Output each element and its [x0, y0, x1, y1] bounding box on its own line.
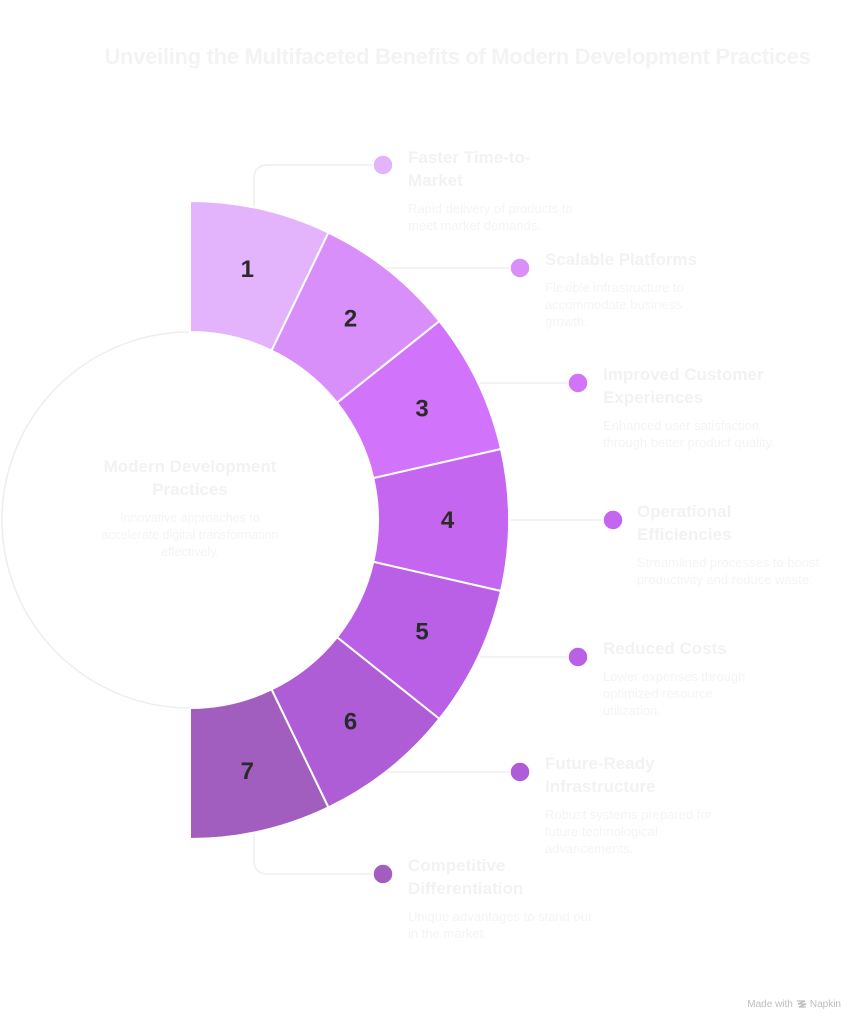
benefit-item-1: Faster Time-to-Market Rapid delivery of … [408, 146, 598, 234]
benefit-title: Improved Customer Experiences [603, 365, 764, 407]
connector-dot [509, 761, 531, 783]
benefit-item-2: Scalable Platforms Flexible infrastructu… [545, 248, 715, 330]
connector-dot [567, 646, 589, 668]
benefit-title: Operational Efficiencies [637, 502, 732, 544]
benefit-item-7: Competitive Differentiation Unique advan… [408, 854, 598, 942]
center-description: Innovative approaches to accelerate digi… [101, 511, 279, 559]
footer-label: Made with [747, 999, 793, 1010]
segment-number: 4 [441, 507, 455, 534]
napkin-logo-icon [796, 1000, 807, 1008]
segment-number: 5 [415, 619, 428, 646]
center-title: Modern Development Practices [103, 457, 277, 499]
connector-dot [602, 509, 624, 531]
connector-dot [567, 372, 589, 394]
ring-segments: 1 2 3 4 5 6 7 [189, 199, 510, 841]
benefit-item-6: Future-Ready Infrastructure Robust syste… [545, 752, 735, 857]
benefit-title: Faster Time-to-Market [408, 148, 531, 190]
benefit-item-4: Operational Efficiencies Streamlined pro… [637, 500, 837, 588]
connectors [253, 164, 613, 875]
connector-dot [372, 863, 394, 885]
diagram-title: Unveiling the Multifaceted Benefits of M… [104, 44, 811, 69]
footer-brand: Napkin [809, 999, 841, 1010]
footer-attribution: Made with Napkin [747, 999, 841, 1010]
connector-dots [372, 154, 624, 885]
connector-dot [372, 154, 394, 176]
benefit-description: Unique advantages to stand out in the ma… [408, 909, 592, 941]
benefit-title: Future-Ready Infrastructure [545, 754, 656, 796]
segment-number: 1 [241, 256, 254, 283]
segment-number: 6 [344, 708, 357, 735]
benefit-item-5: Reduced Costs Lower expenses through opt… [603, 637, 773, 719]
benefit-description: Enhanced user satisfaction through bette… [603, 418, 775, 450]
benefit-title: Reduced Costs [603, 639, 727, 658]
connector-line [253, 833, 383, 875]
benefit-description: Rapid delivery of products to meet marke… [408, 201, 573, 233]
benefit-description: Lower expenses through optimized resourc… [603, 669, 746, 718]
connector-dot [509, 257, 531, 279]
benefit-description: Streamlined processes to boost productiv… [637, 555, 820, 587]
segment-number: 7 [241, 758, 254, 785]
benefit-description: Flexible infrastructure to accommodate b… [545, 280, 684, 329]
connector-line [253, 164, 383, 207]
benefit-title: Scalable Platforms [545, 250, 698, 269]
segment-number: 2 [344, 306, 357, 333]
center-label: Modern Development Practices Innovative … [95, 455, 285, 561]
benefit-title: Competitive Differentiation [408, 856, 524, 898]
ring-segment-7 [189, 688, 330, 841]
benefit-description: Robust systems prepared for future techn… [545, 807, 712, 856]
benefit-item-3: Improved Customer Experiences Enhanced u… [603, 363, 783, 451]
segment-number: 3 [415, 395, 428, 422]
